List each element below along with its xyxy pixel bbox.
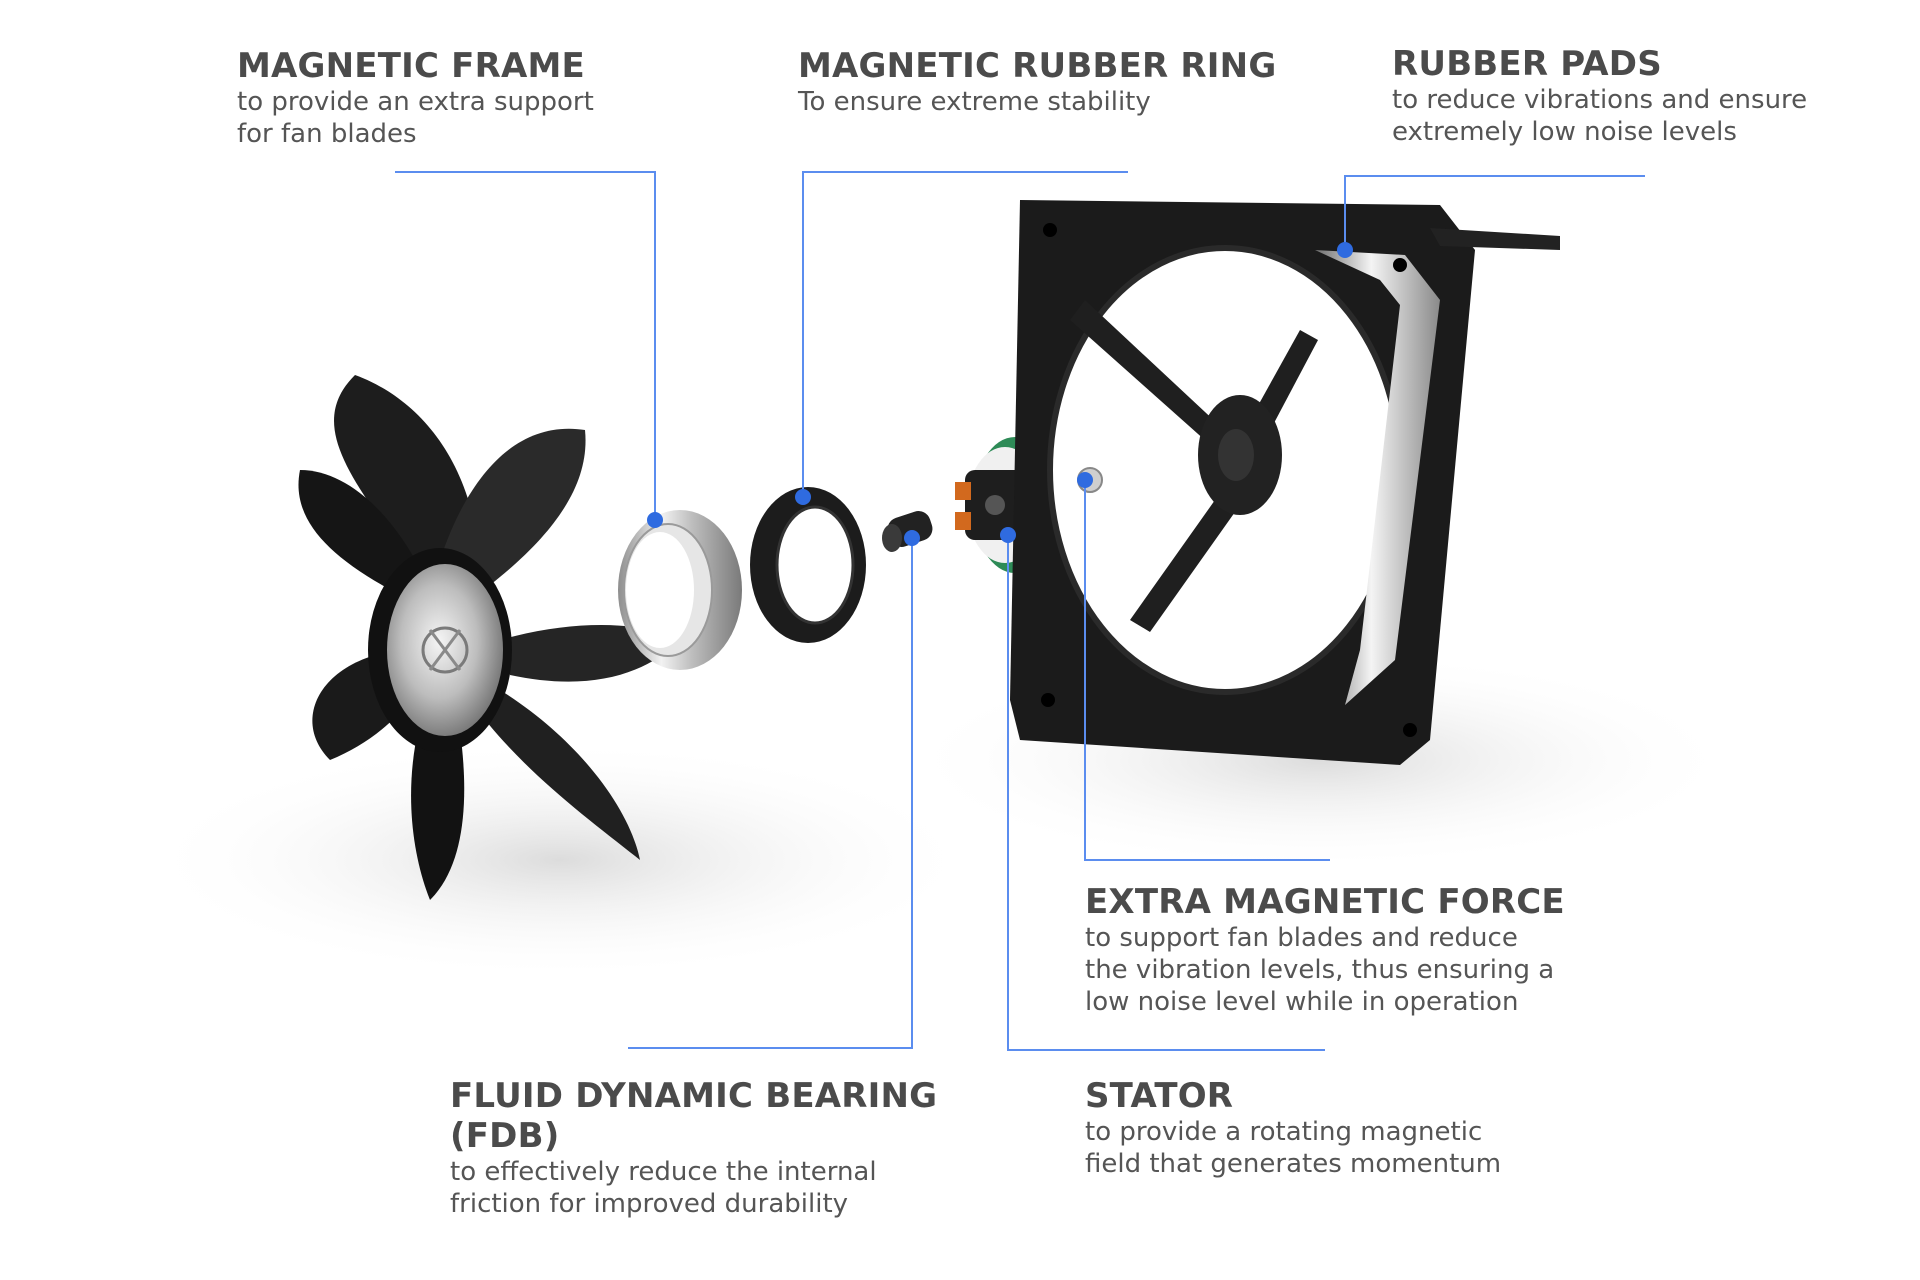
callout-title-line-2: (FDB) xyxy=(450,1116,560,1156)
marker-dot-stator xyxy=(1000,527,1016,543)
callout-description-line: friction for improved durability xyxy=(450,1189,849,1219)
callout-description-line: to effectively reduce the internal xyxy=(450,1157,877,1187)
callout-description: to support fan blades and reduce the vib… xyxy=(1085,922,1565,1018)
callout-description-line: to provide an extra support xyxy=(237,87,594,117)
callout-description-line: To ensure extreme stability xyxy=(798,87,1151,117)
callout-stator: STATOR to provide a rotating magnetic fi… xyxy=(1085,1076,1501,1180)
callout-description-line: to reduce vibrations and ensure xyxy=(1392,85,1808,115)
callout-description: to provide an extra support for fan blad… xyxy=(237,86,594,150)
callout-title: MAGNETIC RUBBER RING xyxy=(798,46,1277,86)
callout-description-line: field that generates momentum xyxy=(1085,1149,1502,1179)
callout-description-line: to provide a rotating magnetic xyxy=(1085,1117,1483,1147)
callout-description: to reduce vibrations and ensure extremel… xyxy=(1392,84,1807,148)
leader-line-rubber-pads xyxy=(1344,175,1645,250)
rubber-ring-icon xyxy=(750,487,866,643)
leader-line-stator xyxy=(1007,535,1325,1051)
callout-magnetic-frame: MAGNETIC FRAME to provide an extra suppo… xyxy=(237,46,594,150)
callout-extra-magnetic-force: EXTRA MAGNETIC FORCE to support fan blad… xyxy=(1085,882,1565,1018)
marker-dot-extra-magnetic-force xyxy=(1077,472,1093,488)
metal-ring-icon xyxy=(618,510,742,670)
callout-title: STATOR xyxy=(1085,1076,1234,1116)
leader-line-fluid-dynamic-bearing xyxy=(628,538,913,1049)
marker-dot-magnetic-frame xyxy=(647,512,663,528)
callout-title: MAGNETIC FRAME xyxy=(237,46,585,86)
bearing-icon xyxy=(882,511,933,552)
callout-title: FLUID DYNAMIC BEARING xyxy=(450,1076,938,1116)
callout-description: to effectively reduce the internal frict… xyxy=(450,1156,937,1220)
callout-description-line: extremely low noise levels xyxy=(1392,117,1737,147)
fan-frame-icon xyxy=(1010,200,1560,765)
callout-description-line: to support fan blades and reduce xyxy=(1085,923,1518,953)
callout-fluid-dynamic-bearing: FLUID DYNAMIC BEARING (FDB) to effective… xyxy=(450,1076,937,1220)
callout-title: RUBBER PADS xyxy=(1392,44,1662,84)
marker-dot-rubber-pads xyxy=(1337,242,1353,258)
callout-description: to provide a rotating magnetic field tha… xyxy=(1085,1116,1501,1180)
leader-line-extra-magnetic-force xyxy=(1084,480,1330,861)
marker-dot-fluid-dynamic-bearing xyxy=(904,530,920,546)
leader-line-magnetic-rubber-ring xyxy=(802,171,1128,497)
callout-description: To ensure extreme stability xyxy=(798,86,1276,118)
floor-shadow-left xyxy=(140,740,980,980)
marker-dot-magnetic-rubber-ring xyxy=(795,489,811,505)
callout-description-line: low noise level while in operation xyxy=(1085,987,1519,1017)
callout-title: EXTRA MAGNETIC FORCE xyxy=(1085,882,1565,922)
leader-line-magnetic-frame xyxy=(395,171,656,520)
callout-description-line: the vibration levels, thus ensuring a xyxy=(1085,955,1555,985)
callout-rubber-pads: RUBBER PADS to reduce vibrations and ens… xyxy=(1392,44,1807,148)
callout-description-line: for fan blades xyxy=(237,119,417,149)
callout-magnetic-rubber-ring: MAGNETIC RUBBER RING To ensure extreme s… xyxy=(798,46,1276,118)
